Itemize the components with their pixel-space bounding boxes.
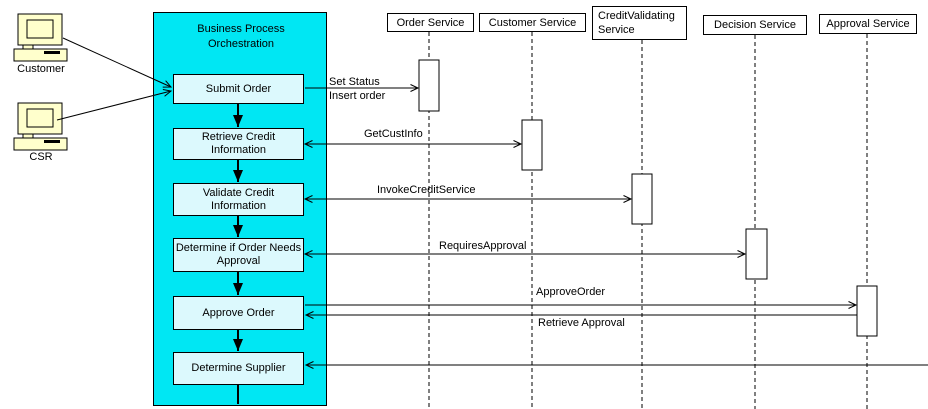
actor-label-csr: CSR bbox=[29, 151, 53, 163]
step-submit-order: Submit Order bbox=[173, 74, 304, 104]
message-label-getcustinfo: GetCustInfo bbox=[364, 128, 423, 140]
actor-label-customer: Customer bbox=[17, 63, 65, 75]
service-label: Order Service bbox=[396, 16, 465, 29]
step-label: Submit Order bbox=[205, 82, 272, 95]
message-label-requiresapproval: RequiresApproval bbox=[439, 240, 527, 252]
activation-customer-service bbox=[521, 119, 543, 171]
message-label-insert-order: Insert order bbox=[329, 90, 386, 102]
message-label-invokecreditservice: InvokeCreditService bbox=[377, 184, 476, 196]
step-label: Approve Order bbox=[202, 306, 275, 319]
step-validate-credit-information: Validate Credit Information bbox=[173, 183, 304, 216]
service-creditvalidating: CreditValidating Service bbox=[592, 6, 687, 40]
step-label: Retrieve Credit Information bbox=[201, 131, 276, 156]
step-determine-supplier: Determine Supplier bbox=[173, 352, 304, 385]
orchestration-title: Business Process Orchestration bbox=[197, 23, 285, 50]
activation-approval-service bbox=[856, 285, 878, 337]
service-label: Customer Service bbox=[488, 16, 577, 29]
service-approval: Approval Service bbox=[819, 14, 917, 34]
step-determine-if-order-needs-approval: Determine if Order Needs Approval bbox=[173, 238, 304, 272]
service-customer: Customer Service bbox=[479, 13, 586, 32]
service-order: Order Service bbox=[387, 13, 474, 32]
message-label-set-status: Set Status bbox=[329, 76, 380, 88]
activation-order-service bbox=[418, 59, 440, 112]
customer-computer-icon bbox=[13, 13, 68, 62]
step-label: Validate Credit Information bbox=[202, 186, 275, 212]
step-label: Determine Supplier bbox=[191, 362, 286, 374]
activation-decision-service bbox=[745, 228, 768, 280]
message-label-retrieve-approval: Retrieve Approval bbox=[538, 317, 625, 329]
step-retrieve-credit-information: Retrieve Credit Information bbox=[173, 128, 304, 160]
service-label: Decision Service bbox=[714, 19, 796, 31]
step-label: Determine if Order Needs Approval bbox=[175, 242, 302, 267]
service-label: Approval Service bbox=[826, 18, 910, 30]
step-approve-order: Approve Order bbox=[173, 296, 304, 330]
service-decision: Decision Service bbox=[703, 15, 807, 35]
csr-computer-icon bbox=[13, 102, 68, 151]
service-label: CreditValidating Service bbox=[598, 10, 675, 36]
message-label-approveorder: ApproveOrder bbox=[536, 286, 606, 298]
activation-creditvalidating-service bbox=[631, 173, 653, 225]
